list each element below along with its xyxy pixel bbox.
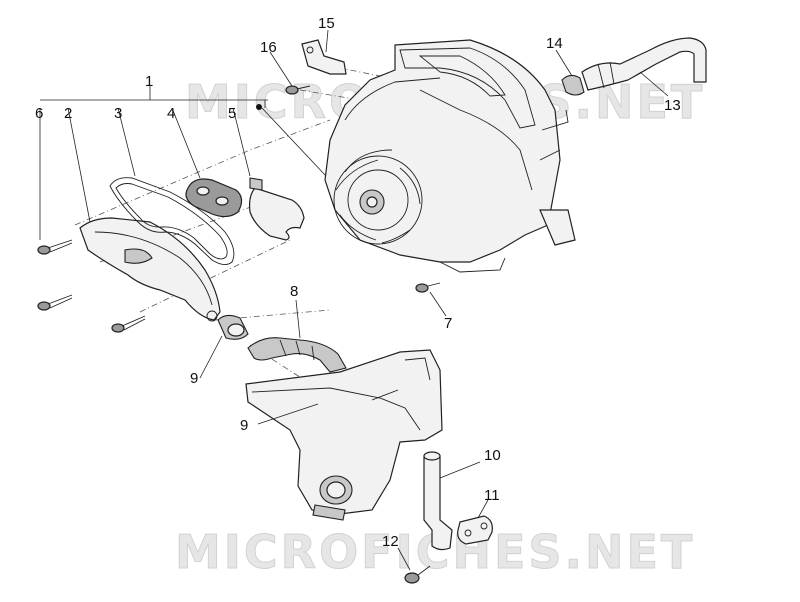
callout-1: 1	[145, 73, 153, 90]
callout-13: 13	[664, 97, 681, 114]
part-13-hose	[581, 37, 707, 91]
callout-11: 11	[484, 487, 500, 504]
screw-c	[111, 315, 146, 333]
group-bracket-1	[40, 86, 268, 101]
part-14-clamp	[561, 74, 585, 96]
callout-9a: 9	[190, 370, 198, 387]
fan-vents	[333, 149, 423, 245]
callout-14: 14	[546, 35, 563, 52]
callout-8: 8	[290, 283, 298, 300]
callout-12: 12	[382, 533, 399, 550]
part-5-foam-pad	[248, 177, 305, 241]
callout-7: 7	[444, 315, 452, 332]
part-4-grommet-plate	[185, 178, 243, 218]
part-9-clamp-upper	[217, 314, 249, 340]
callout-16: 16	[260, 39, 277, 56]
reference-dot	[256, 104, 262, 110]
part-8-intake-duct	[247, 337, 347, 373]
part-7-screw	[415, 282, 441, 293]
lower-airbox	[245, 349, 443, 521]
callout-10: 10	[484, 447, 501, 464]
part-10-pipe	[423, 451, 453, 551]
part-11-gasket	[457, 515, 493, 545]
part-16-bolt	[285, 85, 311, 95]
part-6-screws	[37, 239, 146, 333]
part-3-gasket	[109, 177, 235, 265]
callout-2: 2	[64, 105, 72, 122]
callout-3: 3	[114, 105, 122, 122]
callout-4: 4	[167, 105, 175, 122]
part-12-bolt	[404, 565, 431, 584]
screw-b	[37, 294, 73, 311]
screw-a	[37, 239, 73, 255]
housing-cover	[324, 39, 576, 273]
callout-5: 5	[228, 105, 236, 122]
callout-labels: 1 2 3 4 5 6 7 8 9 9 10 11 12 13 14 15 16	[35, 15, 681, 550]
callout-9b: 9	[240, 417, 248, 434]
callout-15: 15	[318, 15, 335, 32]
part-2-side-cover	[79, 217, 221, 322]
part-15-bracket	[301, 39, 347, 75]
callout-6: 6	[35, 105, 43, 122]
